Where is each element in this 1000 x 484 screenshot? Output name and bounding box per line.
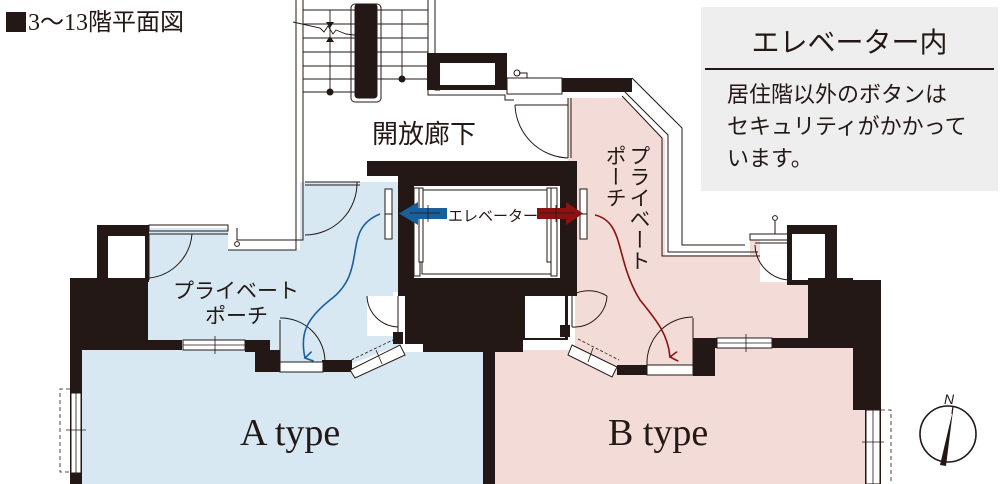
porch-b-label-line2: ポーチ	[603, 145, 627, 208]
porch-b-label-line1: プライベート	[627, 145, 651, 271]
porch-a-label-line2: ポーチ	[205, 304, 268, 328]
compass-north-label: N	[944, 391, 955, 407]
info-box-body: 居住階以外のボタンは セキュリティがかかって います。	[727, 79, 989, 175]
route-arrow-a	[302, 213, 381, 358]
unit-b-porch-fill	[568, 98, 808, 372]
info-box-divider	[705, 68, 994, 70]
info-box-heading: エレベーター内	[751, 28, 948, 59]
corridor-door-b	[514, 98, 572, 159]
unit-b-porch-walls	[567, 215, 892, 484]
info-line-3: います。	[727, 146, 813, 171]
elevator-label: エレベーター	[448, 209, 539, 225]
open-corridor-label: 開放廊下	[372, 120, 477, 149]
faucet	[506, 69, 563, 95]
shaft-block	[427, 53, 507, 90]
elevator-arrow-to-b	[537, 202, 583, 225]
route-arrow-b	[594, 214, 670, 357]
b-porch-top-wall	[562, 77, 760, 257]
unit-a-area	[82, 182, 483, 484]
unit-a-left-window	[59, 388, 86, 484]
elevator-core	[367, 161, 588, 296]
unit-a-porch-walls	[70, 181, 406, 392]
page-title: 3〜13階平面図	[6, 2, 184, 37]
unit-b-area	[495, 98, 865, 484]
elevator-arrow-to-a	[399, 202, 447, 225]
info-line-2: セキュリティがかかって	[727, 114, 967, 139]
stairwell	[292, 0, 436, 240]
unit-a-room-fill	[82, 350, 483, 484]
compass-icon	[919, 405, 977, 466]
unit-b-label: B type	[608, 412, 709, 454]
unit-a-label: A type	[240, 412, 341, 454]
porch-a-label-line1: プライベート	[173, 279, 299, 303]
info-line-1: 居住階以外のボタンは	[727, 82, 948, 107]
unit-a-porch-fill	[140, 182, 400, 368]
party-wall	[405, 294, 570, 484]
page-title-text: 3〜13階平面図	[28, 10, 184, 36]
corridor-walls	[228, 85, 514, 251]
elevator-info-box: エレベーター内 居住階以外のボタンは セキュリティがかかって います。	[701, 7, 998, 191]
square-bullet-icon	[6, 12, 26, 32]
unit-b-room-fill	[495, 345, 865, 484]
